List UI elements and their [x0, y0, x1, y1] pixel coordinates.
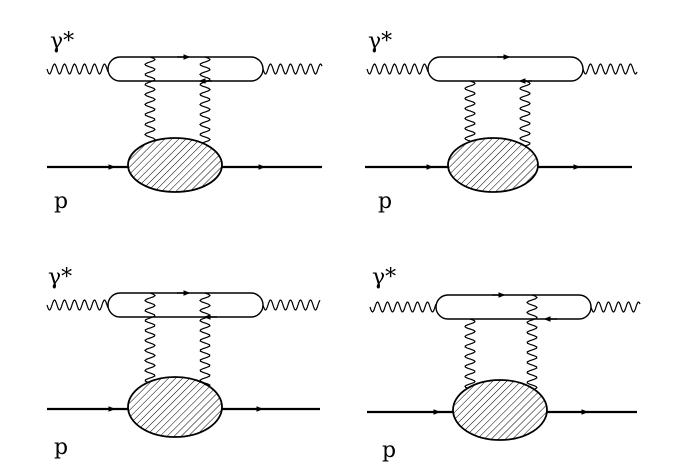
photon-label: γ*: [50, 29, 74, 54]
quark-loop: [427, 56, 584, 82]
gluon-right: [519, 80, 531, 151]
quark-loop: [435, 294, 592, 320]
photon-label: γ*: [372, 265, 396, 290]
diagram-1: γ* p: [46, 29, 323, 214]
photon-label: γ*: [368, 29, 392, 54]
proton-label: p: [54, 189, 68, 214]
diagram-2: γ* p: [365, 29, 638, 214]
gluon-right: [199, 56, 211, 151]
proton-blob: [127, 137, 223, 193]
gluon-left: [144, 56, 156, 155]
diagram-3: γ* p: [46, 265, 321, 460]
gluon-right: [526, 294, 538, 395]
gluon-left: [144, 292, 156, 396]
quark-loop: [107, 292, 264, 318]
photon-label: γ*: [48, 265, 72, 290]
proton-blob: [447, 137, 539, 193]
outgoing-photon-line: [262, 299, 321, 311]
proton-label: p: [378, 189, 392, 214]
gluon-right: [199, 292, 211, 395]
diagram-4: γ* p: [367, 265, 641, 463]
incoming-photon-line: [369, 301, 437, 313]
proton-blob: [127, 376, 223, 438]
incoming-photon-line: [46, 63, 109, 75]
outgoing-photon-line: [590, 301, 641, 313]
quark-loop: [107, 56, 264, 82]
outgoing-photon-line: [262, 63, 323, 75]
outgoing-photon-line: [582, 63, 638, 75]
proton-label: p: [382, 438, 396, 463]
gluon-left: [464, 318, 476, 397]
proton-label: p: [54, 435, 68, 460]
incoming-photon-line: [366, 63, 429, 75]
proton-blob: [452, 379, 548, 441]
incoming-photon-line: [46, 299, 109, 311]
